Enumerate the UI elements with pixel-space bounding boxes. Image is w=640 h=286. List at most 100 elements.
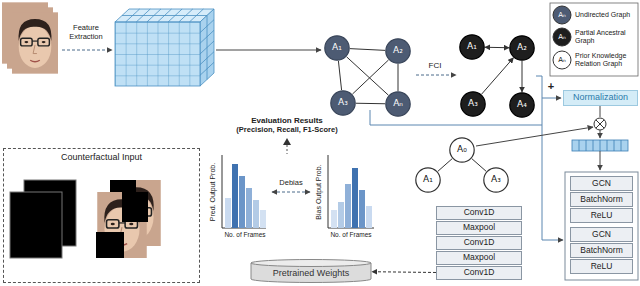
node-label: A₁ — [467, 42, 477, 52]
text-label: (Precision, Recall, F1-Score) — [212, 126, 362, 135]
cube-top-grid — [122, 9, 207, 22]
node-label: A₃ — [468, 99, 478, 109]
graph-node: A₂ — [509, 35, 535, 61]
graph-node: Aₙ — [385, 91, 411, 117]
circle-shape — [510, 36, 534, 60]
bar — [225, 198, 231, 228]
connector — [482, 58, 514, 94]
bar — [246, 188, 252, 228]
layer-box: GCN — [570, 176, 633, 191]
bar — [352, 168, 358, 228]
legend-swatch-circle — [553, 6, 571, 24]
graph-node: A₂ — [385, 38, 411, 64]
text-label: No. of Frames — [214, 231, 276, 238]
blank-frame — [10, 192, 62, 258]
wire — [600, 130, 601, 138]
node-label: ReLU — [591, 211, 613, 220]
bar — [331, 210, 337, 228]
node-label: Maxpool — [463, 253, 495, 262]
wire — [600, 151, 601, 170]
connector — [350, 49, 385, 51]
graph-node: A₁ — [415, 167, 441, 193]
bar — [253, 200, 259, 228]
counterfactual-panel: Counterfactual Input — [3, 148, 200, 283]
layer-box: ReLU — [570, 208, 633, 223]
chart-axes — [328, 155, 374, 228]
graph-node: A₃ — [330, 90, 356, 116]
graph-node: A₄ — [509, 92, 535, 118]
legend-text: Partial Ancestral Graph — [575, 29, 636, 45]
text-label: Debias — [272, 179, 310, 188]
legend-swatch-circle — [553, 28, 571, 46]
cylinder-top — [251, 260, 371, 267]
circle-shape — [416, 168, 440, 192]
layer-box: Conv1D — [436, 206, 522, 220]
connector — [338, 61, 341, 90]
feature-arrow — [62, 50, 112, 51]
cube-side — [200, 9, 214, 86]
bar — [232, 164, 238, 228]
node-label: Normalization — [573, 93, 628, 103]
circle-shape — [386, 92, 410, 116]
bar — [239, 176, 245, 228]
connector — [347, 57, 389, 95]
layer-box: GCN — [570, 227, 633, 242]
legend-text: Undirected Graph — [575, 11, 636, 19]
cube-side-grid — [200, 16, 214, 80]
connector — [485, 47, 509, 48]
node-label: BatchNorm — [580, 195, 623, 204]
circle-shape — [450, 138, 474, 162]
node-label: Pretrained Weights — [273, 269, 349, 279]
node-label: Conv1D — [464, 268, 495, 277]
mask — [96, 232, 124, 258]
node-label: Conv1D — [464, 208, 495, 217]
bar — [260, 210, 266, 228]
node-label: A₀ — [457, 145, 467, 155]
text-label: Evaluation Results — [227, 116, 347, 125]
weights-cylinder: Pretrained Weights — [250, 259, 372, 283]
normalization-box: Normalization — [563, 90, 638, 106]
debias-arrow — [272, 192, 310, 193]
circle-shape — [325, 36, 349, 60]
layer-box: Conv1D — [436, 266, 522, 280]
text-label: + — [544, 80, 558, 93]
feature-vector — [572, 140, 628, 151]
multiply-symbol — [594, 118, 606, 130]
chart-axes — [222, 155, 266, 228]
multiply-cross — [596, 120, 604, 128]
connector — [522, 61, 523, 92]
circle-shape — [460, 35, 484, 59]
text-label: Aₙ — [553, 33, 571, 41]
node-label: A₁ — [423, 175, 433, 185]
bar — [366, 206, 372, 228]
legend-box — [550, 3, 638, 76]
feature-vector-cells — [579, 140, 621, 151]
graph-node: A₃ — [483, 167, 509, 193]
node-label: ReLU — [591, 262, 613, 271]
face-frame — [12, 12, 58, 73]
node-label: BatchNorm — [580, 246, 623, 255]
bar — [345, 184, 351, 228]
connector — [372, 271, 436, 273]
axis-label: Bias Output Prob. — [315, 154, 323, 230]
graph-node: A₃ — [460, 91, 486, 117]
graph-node: A₀ — [449, 137, 475, 163]
bar — [338, 202, 344, 228]
node-label: A₂ — [517, 43, 527, 53]
up-triangle — [283, 138, 291, 145]
graph-node: A₁ — [459, 34, 485, 60]
text-label: No. of Frames — [320, 231, 382, 238]
merge-wire — [542, 98, 561, 99]
mask — [122, 192, 148, 222]
layer-box: BatchNorm — [570, 243, 633, 258]
fci-arrow — [416, 75, 456, 76]
gcn-container — [565, 172, 638, 280]
circle-shape — [484, 168, 508, 192]
node-label: A₄ — [517, 100, 527, 110]
cube-front — [115, 22, 200, 86]
layer-box: BatchNorm — [570, 192, 633, 207]
connector — [356, 103, 385, 105]
